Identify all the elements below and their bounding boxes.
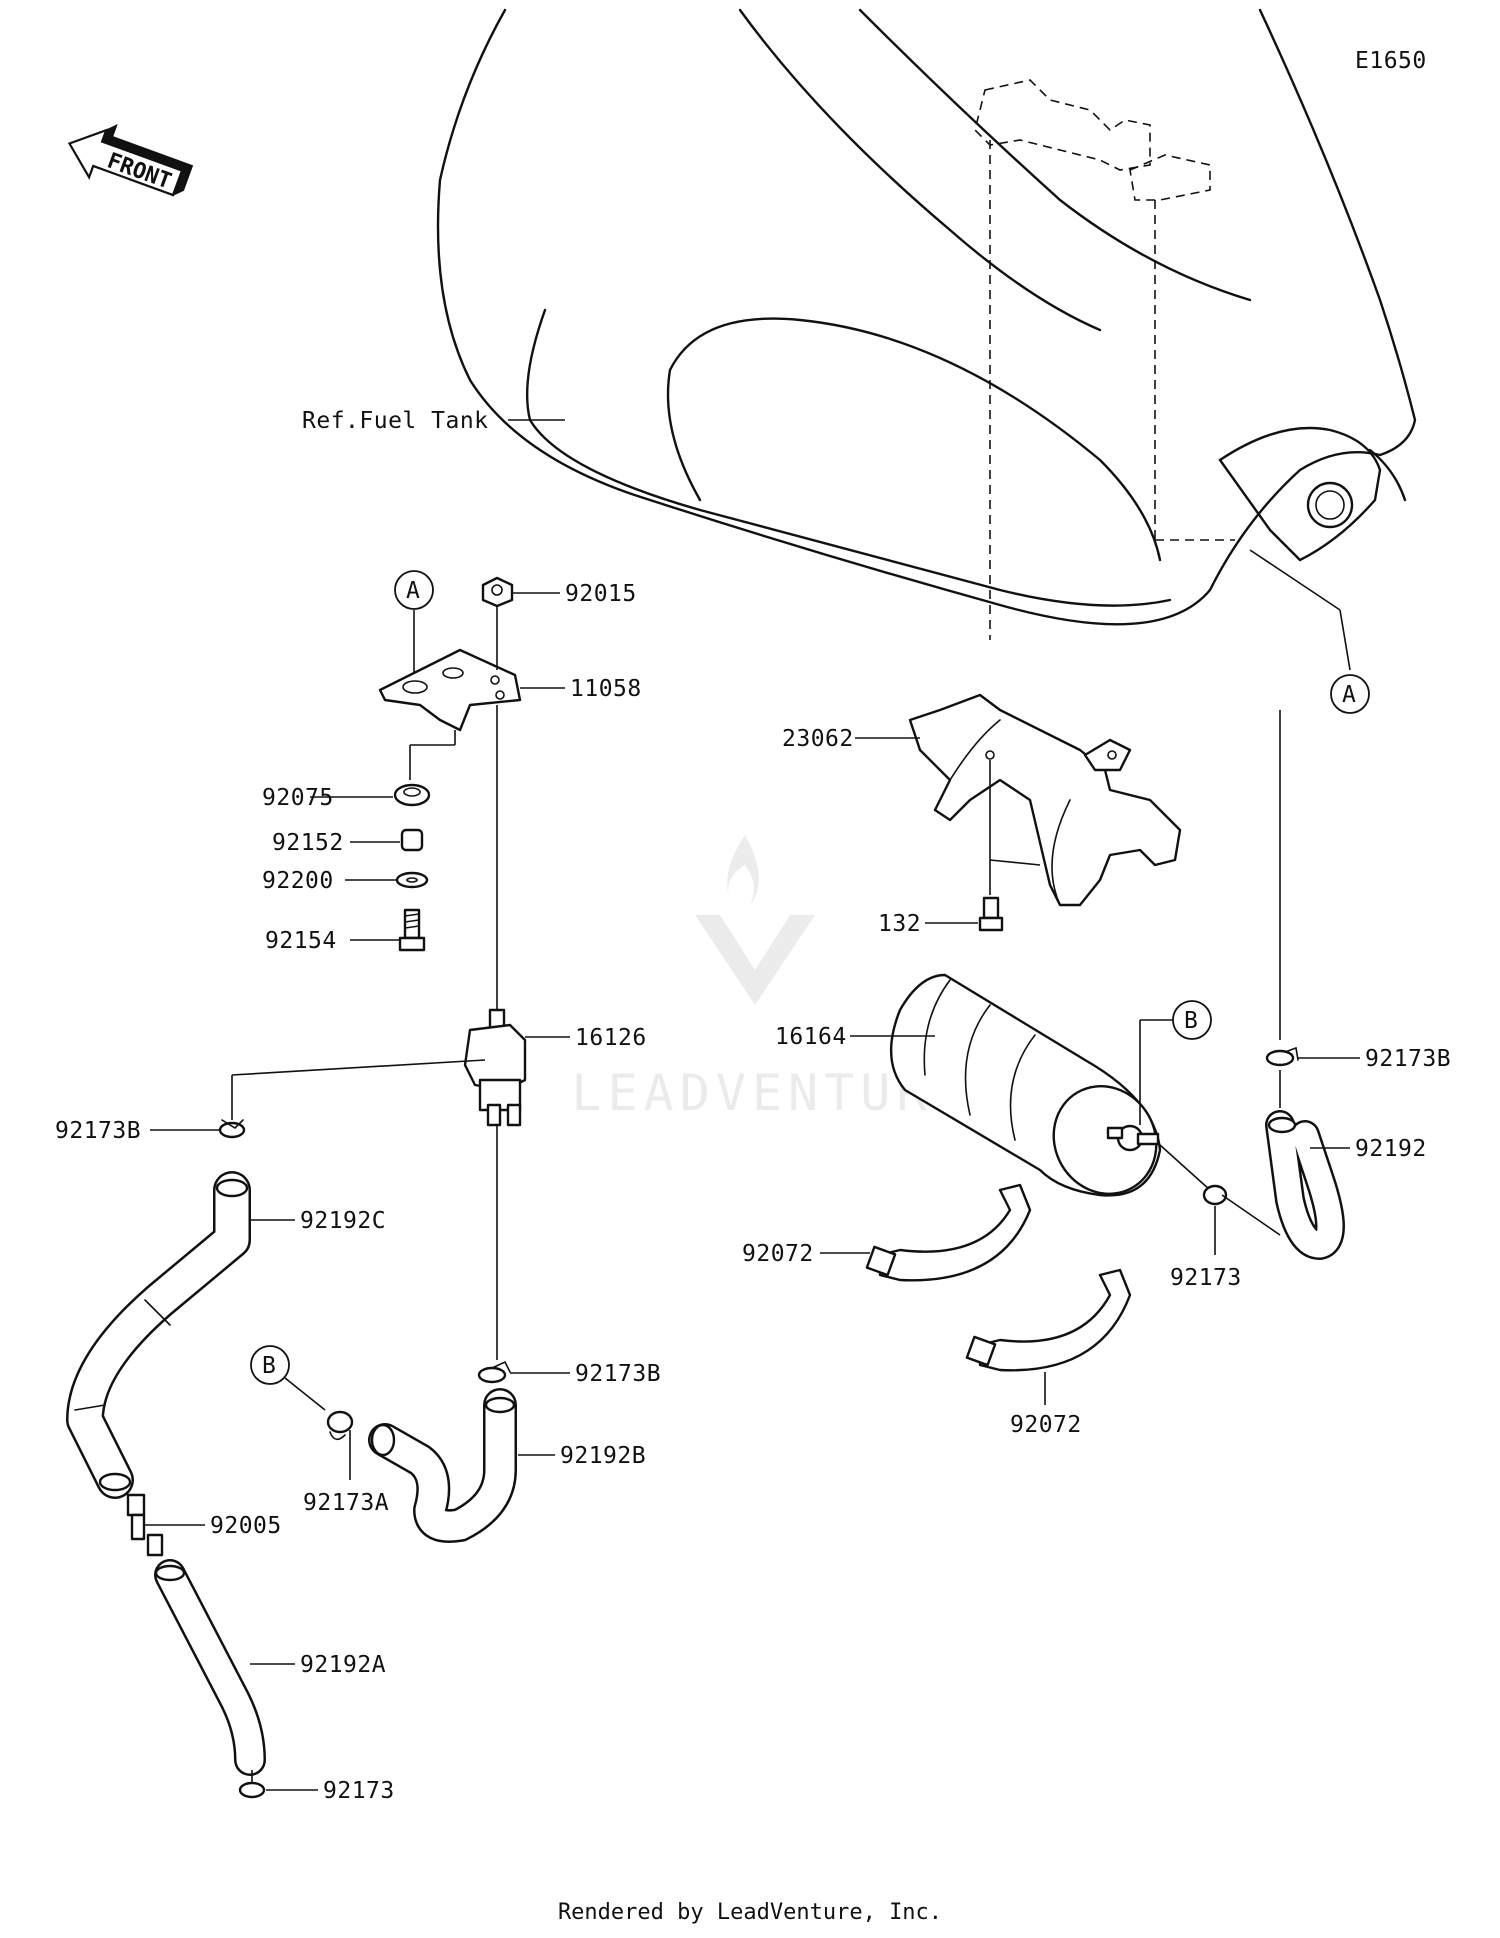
label-92192a: 92192A: [300, 1652, 386, 1678]
part-92154-bolt: [398, 908, 426, 952]
part-92173b-clip-left: [218, 1119, 246, 1139]
label-92072-left: 92072: [742, 1241, 814, 1267]
label-92192b: 92192B: [560, 1443, 646, 1469]
label-92173b-left: 92173B: [55, 1118, 141, 1144]
part-92015-nut: [481, 576, 514, 608]
footer-credit: Rendered by LeadVenture, Inc.: [557, 1900, 943, 1925]
label-16126: 16126: [575, 1025, 647, 1051]
label-92173-right: 92173: [1170, 1265, 1242, 1291]
diagram-code: E1650: [1355, 48, 1427, 74]
callout-a-left: A: [394, 570, 434, 680]
callout-b-right: B: [1139, 1000, 1212, 1125]
part-92192a-hose: [154, 1559, 266, 1776]
label-132: 132: [878, 911, 921, 937]
svg-text:B: B: [1184, 1008, 1198, 1034]
label-92005: 92005: [210, 1513, 282, 1539]
label-16164: 16164: [775, 1024, 847, 1050]
label-92075: 92075: [262, 785, 334, 811]
label-92192c: 92192C: [300, 1208, 386, 1234]
label-92152: 92152: [272, 830, 344, 856]
label-92192: 92192: [1355, 1136, 1427, 1162]
svg-text:B: B: [262, 1353, 276, 1379]
part-92005-joint: [126, 1493, 164, 1557]
part-92173-clip-bottom: [238, 1770, 266, 1799]
part-92192-hose: [1265, 1110, 1345, 1260]
callout-b-left: B: [250, 1345, 326, 1411]
label-ref-fuel-tank: Ref.Fuel Tank: [302, 408, 489, 434]
svg-text:A: A: [406, 578, 420, 604]
label-92015: 92015: [565, 581, 637, 607]
label-11058: 11058: [570, 676, 642, 702]
fuel-tank-reference: [436, 8, 1417, 626]
svg-text:A: A: [1342, 682, 1356, 708]
label-92173a: 92173A: [303, 1490, 389, 1516]
label-92173b-mid: 92173B: [575, 1361, 661, 1387]
label-92200: 92200: [262, 868, 334, 894]
label-92173-bottom: 92173: [323, 1778, 395, 1804]
part-92192c-hose: [66, 1171, 251, 1499]
label-92173b-right: 92173B: [1365, 1046, 1451, 1072]
label-23062: 23062: [782, 726, 854, 752]
tank-mount-bracket: [974, 79, 1235, 640]
part-92072-band-left: [865, 1183, 1032, 1282]
front-arrow-icon: FRONT: [67, 124, 194, 197]
part-23062-bracket: [908, 693, 1182, 907]
part-92173b-clip-right: [1265, 1046, 1299, 1067]
part-11058-bracket: [378, 648, 522, 732]
part-132-bolt: [978, 896, 1004, 932]
part-92173b-clip-mid: [477, 1360, 511, 1384]
callout-a-tank: A: [1249, 549, 1370, 714]
part-92075-grommet: [393, 783, 431, 807]
part-16164-canister: [890, 973, 1162, 1197]
part-92200-washer: [395, 871, 429, 889]
label-92072-bottom: 92072: [1010, 1412, 1082, 1438]
part-92072-band-bottom: [965, 1268, 1132, 1372]
part-92152-collar: [400, 828, 424, 852]
part-16126-valve: [463, 705, 527, 1127]
label-92154: 92154: [265, 928, 337, 954]
part-92173-clip-right: [1202, 1184, 1228, 1206]
part-92192b-hose: [368, 1388, 517, 1543]
part-92173a-clip: [326, 1410, 354, 1480]
